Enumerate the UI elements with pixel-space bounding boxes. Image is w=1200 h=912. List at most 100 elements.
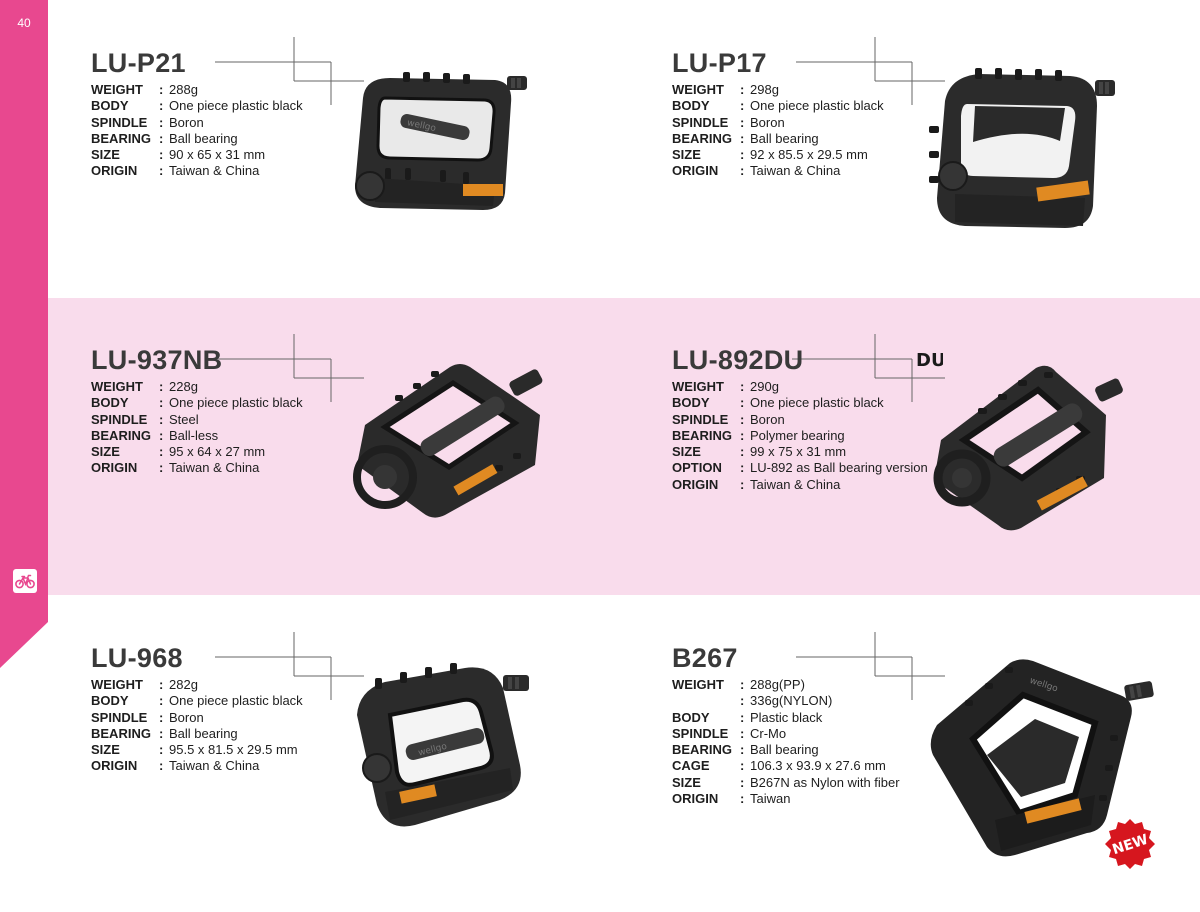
spec-value: 288g(PP)	[750, 677, 805, 692]
spec-value: Ball bearing	[169, 130, 238, 146]
spec-label: SIZE	[672, 444, 701, 460]
spec-row: SIZE:95.5 x 81.5 x 29.5 mm	[91, 742, 303, 758]
title-decoration	[796, 632, 945, 700]
spec-label: ORIGIN	[672, 791, 719, 807]
spec-row: SPINDLE:Boron	[91, 115, 303, 131]
spec-value: 92 x 85.5 x 29.5 mm	[750, 147, 868, 163]
spec-row: ORIGIN:Taiwan & China	[672, 163, 884, 179]
svg-text:DU: DU	[916, 350, 943, 371]
spec-row: WEIGHT:282g	[91, 677, 303, 693]
spec-value: 336g(NYLON)	[750, 693, 833, 709]
pedal-b267-image: wellgo	[930, 659, 1154, 857]
spec-row: WEIGHT:298g	[672, 82, 884, 98]
spec-value: One piece plastic black	[750, 98, 884, 114]
model-name: LU-892DU	[672, 345, 804, 375]
spec-value: 106.3 x 93.9 x 27.6 mm	[750, 758, 886, 774]
spec-row: ORIGIN:Taiwan & China	[672, 477, 928, 493]
spec-row: BEARING:Ball bearing	[672, 742, 900, 758]
spec-row: ORIGIN:Taiwan & China	[91, 758, 303, 774]
spec-table: WEIGHT:282g BODY:One piece plastic black…	[91, 677, 303, 775]
spec-label: ORIGIN	[91, 163, 138, 179]
spec-row: WEIGHT:228g	[91, 379, 303, 395]
spec-row: SIZE:90 x 65 x 31 mm	[91, 147, 303, 163]
spec-row: ORIGIN:Taiwan	[672, 791, 900, 807]
spec-label: ORIGIN	[91, 460, 138, 476]
spec-label: BODY	[672, 395, 710, 411]
spec-value: Taiwan & China	[169, 758, 260, 774]
product-lu-968: LU-968 WEIGHT:282g BODY:One piece plasti…	[91, 632, 651, 912]
spec-label: WEIGHT	[672, 82, 724, 97]
spec-label: CAGE	[672, 758, 710, 774]
spec-row: SPINDLE:Steel	[91, 412, 303, 428]
spec-value: One piece plastic black	[750, 395, 884, 411]
side-bar	[0, 0, 48, 668]
spec-label: SIZE	[91, 147, 120, 163]
model-name: LU-937NB	[91, 345, 223, 375]
product-lu-937nb: LU-937NB WEIGHT:228g BODY:One piece plas…	[91, 334, 651, 614]
spec-row: BEARING:Ball-less	[91, 428, 303, 444]
spec-value: 282g	[169, 677, 198, 692]
bicycle-icon	[13, 569, 37, 593]
title-decoration	[215, 632, 364, 700]
spec-row: CAGE:106.3 x 93.9 x 27.6 mm	[672, 758, 900, 774]
spec-value: Ball-less	[169, 427, 219, 443]
title-decoration	[209, 334, 364, 402]
spec-value: Ball bearing	[750, 742, 819, 758]
spec-value: 290g	[750, 379, 779, 394]
spec-label: OPTION	[672, 460, 722, 476]
page-number: 40	[17, 16, 31, 30]
pedal-lu-968-image: wellgo	[357, 663, 529, 827]
spec-table: WEIGHT:288g BODY:One piece plastic black…	[91, 82, 303, 180]
spec-value: Taiwan & China	[750, 163, 841, 179]
spec-row: BODY:One piece plastic black	[91, 693, 303, 709]
spec-value: Ball bearing	[169, 725, 238, 741]
spec-label: SPINDLE	[91, 411, 148, 427]
spec-row: SIZE:95 x 64 x 27 mm	[91, 444, 303, 460]
spec-value: 90 x 65 x 31 mm	[169, 147, 266, 163]
spec-value: Steel	[169, 411, 199, 427]
spec-table: WEIGHT:228g BODY:One piece plastic black…	[91, 379, 303, 477]
spec-label: ORIGIN	[672, 163, 719, 179]
spec-label: WEIGHT	[91, 379, 143, 394]
spec-value: Polymer bearing	[750, 427, 845, 443]
spec-label: WEIGHT	[672, 379, 724, 394]
product-lu-p21: LU-P21 WEIGHT:288g BODY:One piece plasti…	[91, 37, 651, 317]
spec-value: Boron	[169, 114, 204, 130]
spec-value: Plastic black	[750, 709, 823, 725]
spec-value: Boron	[750, 114, 785, 130]
pedal-lu-p21-image: wellgo	[355, 72, 527, 210]
new-badge: NEW	[1105, 819, 1155, 869]
spec-row: ORIGIN:Taiwan & China	[91, 163, 303, 179]
spec-value: One piece plastic black	[169, 693, 303, 709]
spec-value: Taiwan & China	[750, 476, 841, 492]
title-decoration	[796, 37, 945, 105]
spec-value: Cr-Mo	[750, 725, 787, 741]
spec-row: BODY:One piece plastic black	[91, 395, 303, 411]
model-name: LU-P21	[91, 48, 186, 78]
spec-label: BEARING	[91, 130, 151, 146]
spec-label: BODY	[672, 98, 710, 114]
spec-table: WEIGHT:288g(PP) :336g(NYLON) BODY:Plasti…	[672, 677, 900, 807]
spec-row: BODY:One piece plastic black	[672, 98, 884, 114]
model-name: B267	[672, 643, 738, 673]
spec-value: B267N as Nylon with fiber	[750, 774, 900, 790]
spec-row: BEARING:Polymer bearing	[672, 428, 928, 444]
spec-table: WEIGHT:298g BODY:One piece plastic black…	[672, 82, 884, 180]
spec-label: BEARING	[672, 427, 732, 443]
product-b267: B267 WEIGHT:288g(PP) :336g(NYLON) BODY:P…	[672, 632, 1200, 912]
spec-row: SPINDLE:Boron	[91, 710, 303, 726]
spec-row: BODY:One piece plastic black	[91, 98, 303, 114]
spec-value: 99 x 75 x 31 mm	[750, 444, 847, 460]
spec-row: BEARING:Ball bearing	[91, 131, 303, 147]
spec-label: ORIGIN	[91, 758, 138, 774]
du-logo-icon: DU	[916, 350, 943, 371]
spec-value: One piece plastic black	[169, 395, 303, 411]
spec-value: Taiwan	[750, 791, 791, 807]
spec-label: BEARING	[91, 427, 151, 443]
spec-row: SIZE:92 x 85.5 x 29.5 mm	[672, 147, 884, 163]
spec-value: 228g	[169, 379, 198, 394]
spec-label: SPINDLE	[91, 114, 148, 130]
model-name: LU-P17	[672, 48, 767, 78]
spec-value: LU-892 as Ball bearing version	[750, 460, 928, 476]
spec-label: BODY	[91, 693, 129, 709]
